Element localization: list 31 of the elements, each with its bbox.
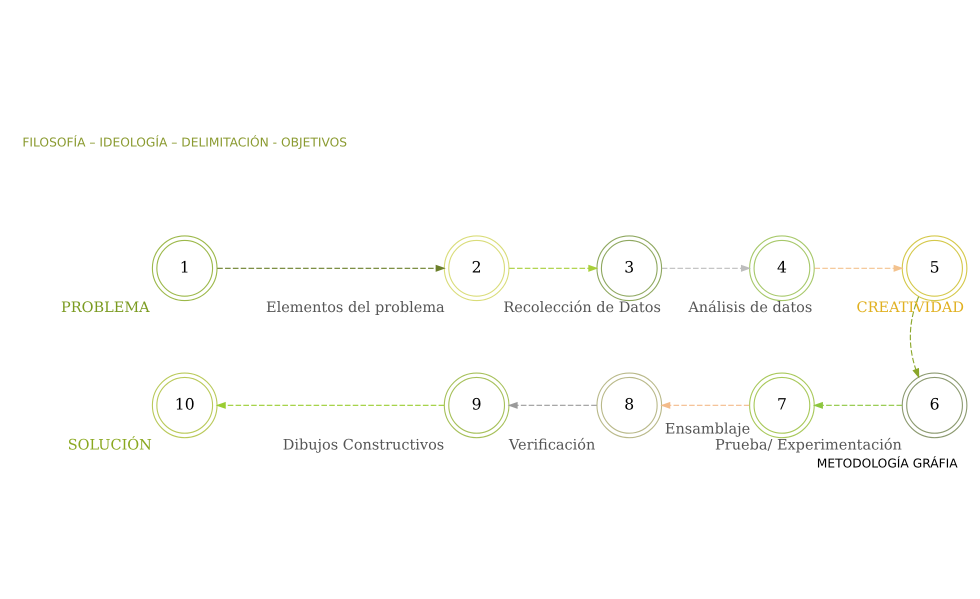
node-label: PROBLEMA: [61, 300, 150, 316]
label: FILOSOFÍA – IDEOLOGÍA – DELIMITACIÓN - OBJETIVOS: [22, 136, 348, 150]
node-circle: 9: [444, 372, 510, 438]
node-label: Recolección de Datos: [503, 300, 661, 316]
node-circle: 2: [444, 235, 510, 302]
node-circle: 1: [152, 235, 218, 302]
arrow: [662, 264, 751, 272]
node-label: Ensamblaje: [664, 422, 750, 438]
node-circle: 8: [596, 372, 662, 438]
node-label: CREATIVIDAD: [856, 300, 964, 316]
arrow: [509, 264, 598, 272]
node-circle: 5: [902, 235, 968, 302]
arrow: [216, 402, 444, 409]
node-label: Prueba/ Experimentación: [715, 437, 902, 454]
arrow: [812, 402, 902, 409]
caption: METODOLOGÍA GRÁFIA: [816, 456, 958, 471]
node-label: Análisis de datos: [688, 300, 812, 316]
node-label: SOLUCIÓN: [68, 437, 152, 454]
node-label: Verificación: [508, 437, 596, 454]
node-circle: 3: [596, 235, 662, 302]
arrow: [217, 264, 446, 272]
arrow: [660, 402, 750, 409]
arrow: [910, 296, 920, 379]
node-circle: 6: [902, 372, 968, 438]
node-label: Elementos del problema: [266, 300, 445, 316]
arrow: [814, 264, 904, 272]
node-label: Dibujos Constructivos: [282, 437, 444, 454]
node-circle: 10: [152, 372, 218, 438]
arrow: [508, 402, 597, 409]
node-circle: 4: [749, 235, 815, 302]
node-circle: 7: [749, 372, 815, 438]
